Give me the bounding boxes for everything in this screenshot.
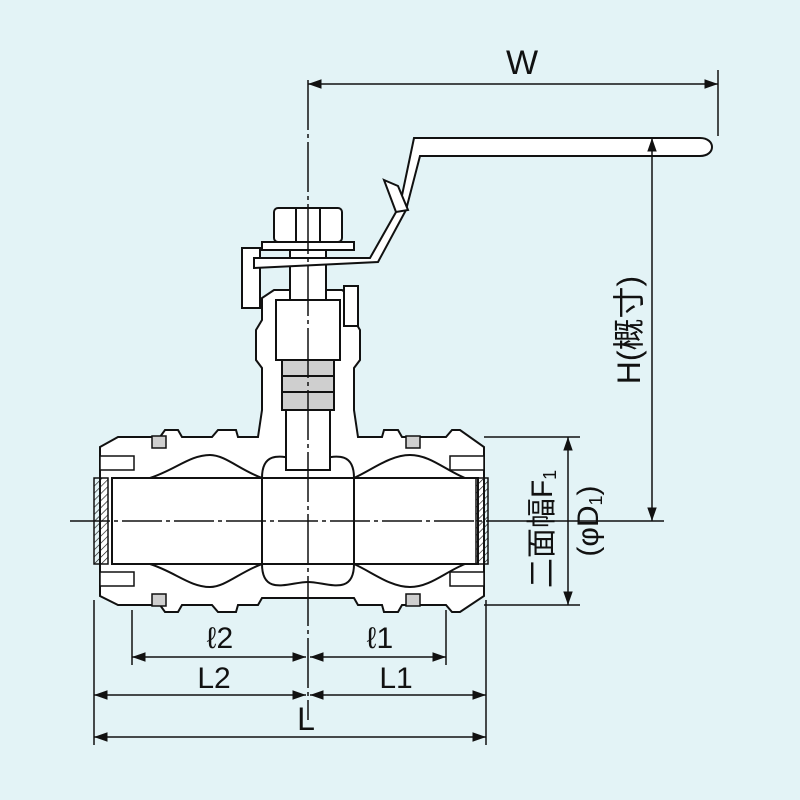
label-d1-close: ) xyxy=(572,485,605,495)
label-l1: ℓ1 xyxy=(367,622,393,655)
label-f1: 二面幅F xyxy=(526,480,559,588)
label-f1-group: 二面幅F1 xyxy=(526,470,560,588)
label-l2: ℓ2 xyxy=(207,622,233,655)
left-oring-top xyxy=(151,435,167,449)
label-L2: L2 xyxy=(197,662,230,695)
seat-right xyxy=(353,453,466,479)
right-collar-bottom xyxy=(449,571,485,587)
seat-left xyxy=(149,453,263,479)
right-collar-top xyxy=(449,455,485,471)
left-oring-bottom xyxy=(151,593,167,607)
label-L1: L1 xyxy=(379,662,412,695)
seat-left-bottom xyxy=(149,563,263,589)
centerlines xyxy=(70,80,500,720)
label-d1-group: (φD1) xyxy=(572,485,606,556)
lever-handle xyxy=(253,137,713,270)
dimension-labels: W H(概寸) 二面幅F1 (φD1) ℓ2 ℓ1 L2 L1 L xyxy=(197,44,647,737)
left-collar-top xyxy=(99,455,135,471)
label-f1-sub: 1 xyxy=(540,470,560,480)
right-oring-bottom xyxy=(405,593,421,607)
seat-right-bottom xyxy=(353,563,466,589)
label-L: L xyxy=(297,701,315,737)
label-d1: (φD xyxy=(572,505,605,556)
right-oring-top xyxy=(405,435,421,449)
label-d1-sub: 1 xyxy=(586,495,606,505)
bonnet-right-tab xyxy=(343,285,359,327)
svg-text:(φD1): (φD1) xyxy=(572,485,606,556)
label-w: W xyxy=(506,44,538,82)
svg-text:二面幅F1: 二面幅F1 xyxy=(526,470,560,588)
label-h: H(概寸) xyxy=(611,276,647,384)
dimension-lines xyxy=(93,70,719,745)
left-collar-bottom xyxy=(99,571,135,587)
